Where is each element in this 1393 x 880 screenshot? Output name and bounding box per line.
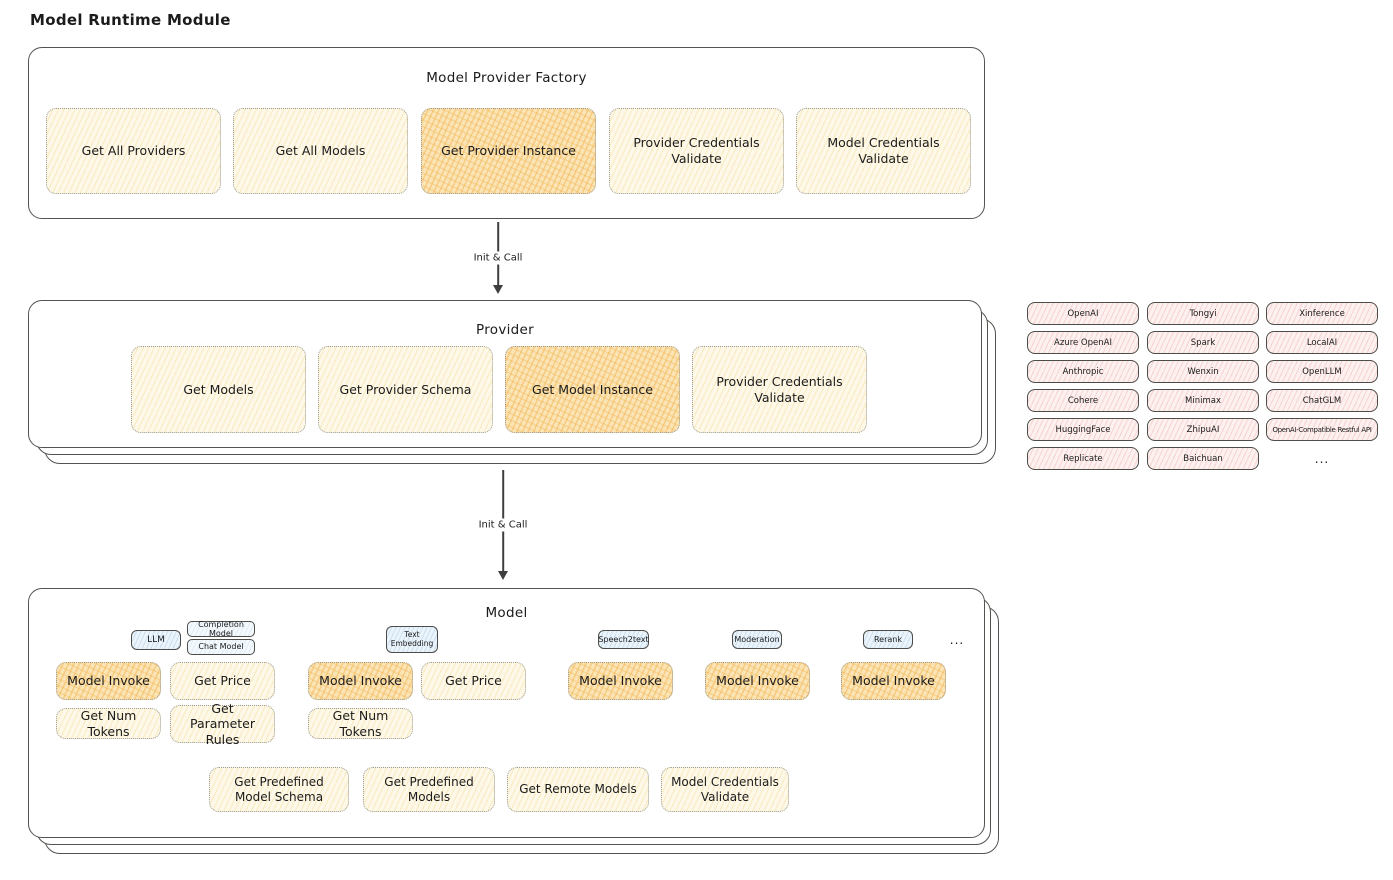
node-embedding-model-invoke: Model Invoke (308, 662, 413, 700)
provider-pill-cohere: Cohere (1027, 389, 1139, 412)
tag-speech2text: Speech2text (598, 630, 649, 649)
node-get-remote-models: Get Remote Models (507, 767, 649, 812)
arrow-head-icon (493, 285, 503, 294)
node-model-credentials-validate-2: Model Credentials Validate (661, 767, 789, 812)
node-get-models: Get Models (131, 346, 306, 433)
node-get-provider-instance: Get Provider Instance (421, 108, 596, 194)
provider-panel-title: Provider (476, 322, 534, 338)
provider-pill-chatglm: ChatGLM (1266, 389, 1378, 412)
node-llm-get-parameter-rules: Get Parameter Rules (170, 701, 275, 747)
provider-pill-openllm: OpenLLM (1266, 360, 1378, 383)
provider-pill-wenxin: Wenxin (1147, 360, 1259, 383)
provider-pill-spark: Spark (1147, 331, 1259, 354)
provider-pill-baichuan: Baichuan (1147, 447, 1259, 470)
arrow-head-icon (498, 571, 508, 580)
node-embedding-get-price: Get Price (421, 662, 526, 700)
provider-pill-openai-compatible: OpenAI-Compatible Restful API (1266, 418, 1378, 441)
node-moderation-model-invoke: Model Invoke (705, 662, 810, 700)
node-rerank-model-invoke: Model Invoke (841, 662, 946, 700)
model-panel-title: Model (485, 605, 528, 621)
arrow-label: Init & Call (473, 518, 533, 532)
tag-completion-model: Completion Model (187, 620, 255, 638)
node-embedding-get-num-tokens: Get Num Tokens (308, 708, 413, 739)
node-get-model-instance: Get Model Instance (505, 346, 680, 433)
provider-pill-zhipuai: ZhipuAI (1147, 418, 1259, 441)
node-get-provider-schema: Get Provider Schema (318, 346, 493, 433)
node-provider-credentials-validate-2: Provider Credentials Validate (692, 346, 867, 433)
node-get-all-providers: Get All Providers (46, 108, 221, 194)
arrow-provider-to-model: Init & Call (473, 470, 533, 580)
page-title: Model Runtime Module (30, 11, 231, 29)
node-provider-credentials-validate: Provider Credentials Validate (609, 108, 784, 194)
factory-panel-title: Model Provider Factory (426, 70, 587, 86)
provider-pill-azure-openai: Azure OpenAI (1027, 331, 1139, 354)
node-llm-get-price: Get Price (170, 662, 275, 700)
node-llm-get-num-tokens: Get Num Tokens (56, 708, 161, 739)
provider-pill-minimax: Minimax (1147, 389, 1259, 412)
provider-list-ellipsis: ... (1314, 451, 1330, 466)
provider-list-column-2: Tongyi Spark Wenxin Minimax ZhipuAI Baic… (1147, 302, 1259, 470)
model-tags-ellipsis: ... (949, 632, 965, 647)
tag-rerank: Rerank (863, 630, 913, 649)
node-llm-model-invoke: Model Invoke (56, 662, 161, 700)
provider-pill-anthropic: Anthropic (1027, 360, 1139, 383)
tag-moderation: Moderation (732, 630, 782, 649)
provider-pill-localai: LocalAI (1266, 331, 1378, 354)
provider-list-column-1: OpenAI Azure OpenAI Anthropic Cohere Hug… (1027, 302, 1139, 470)
arrow-factory-to-provider: Init & Call (468, 222, 528, 294)
tag-chat-model: Chat Model (187, 639, 255, 655)
tag-text-embedding: Text Embedding (386, 626, 438, 653)
model-panel: Model LLM Completion Model Chat Model Te… (28, 588, 999, 854)
node-get-predefined-models: Get Predefined Models (363, 767, 495, 812)
node-model-credentials-validate: Model Credentials Validate (796, 108, 971, 194)
node-speech2text-model-invoke: Model Invoke (568, 662, 673, 700)
node-get-all-models: Get All Models (233, 108, 408, 194)
provider-pill-tongyi: Tongyi (1147, 302, 1259, 325)
provider-pill-replicate: Replicate (1027, 447, 1139, 470)
provider-pill-huggingface: HuggingFace (1027, 418, 1139, 441)
node-get-predefined-model-schema: Get Predefined Model Schema (209, 767, 349, 812)
provider-panel: Provider Get Models Get Provider Schema … (28, 300, 996, 464)
arrow-label: Init & Call (468, 251, 528, 265)
provider-pill-xinference: Xinference (1266, 302, 1378, 325)
provider-pill-openai: OpenAI (1027, 302, 1139, 325)
factory-panel: Model Provider Factory Get All Providers… (28, 47, 985, 219)
tag-llm: LLM (131, 630, 181, 650)
provider-list-column-3: Xinference LocalAI OpenLLM ChatGLM OpenA… (1266, 302, 1378, 470)
